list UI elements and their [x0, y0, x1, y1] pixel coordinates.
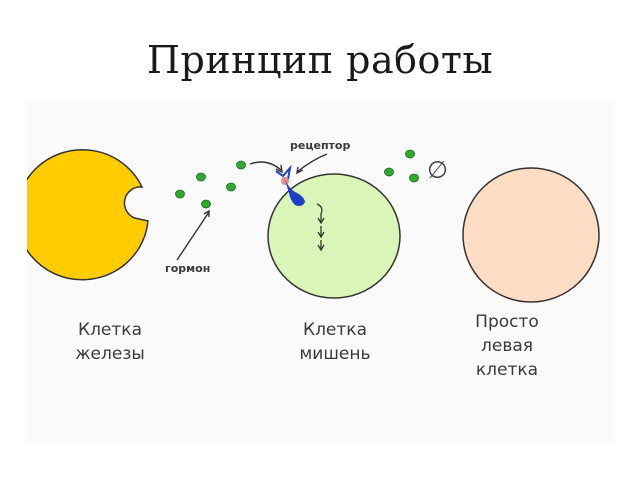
no-effect-symbol: ∅ — [427, 156, 448, 184]
hormone-dot — [384, 167, 394, 177]
hormone-dot — [175, 189, 185, 199]
target-cell-label: Клетка мишень — [299, 320, 371, 364]
hormone-dots — [175, 149, 419, 209]
receptor-pointer — [296, 153, 328, 173]
simple-cell — [462, 167, 600, 303]
hormone-dot — [409, 173, 419, 183]
gland-cell — [27, 148, 149, 281]
target-cell — [267, 173, 401, 299]
hormone-dot — [405, 149, 415, 159]
diagram — [27, 148, 600, 303]
gland-cell-label: Клетка железы — [75, 320, 145, 364]
hormone-to-receptor-arrow — [249, 161, 282, 171]
hormone-dot — [236, 160, 246, 170]
hormone-pointer — [176, 211, 210, 261]
receptor-label: рецептор — [290, 139, 351, 152]
slide-title: Принцип работы — [146, 38, 494, 82]
receptor — [275, 164, 305, 206]
hormone-label: гормон — [165, 262, 211, 275]
simple-cell-label: Просто левая клетка — [475, 312, 539, 380]
signal-cascade-arrows — [316, 203, 325, 252]
hormone-dot — [226, 182, 236, 192]
hormone-dot — [196, 172, 206, 182]
hormone-dot — [201, 199, 211, 209]
